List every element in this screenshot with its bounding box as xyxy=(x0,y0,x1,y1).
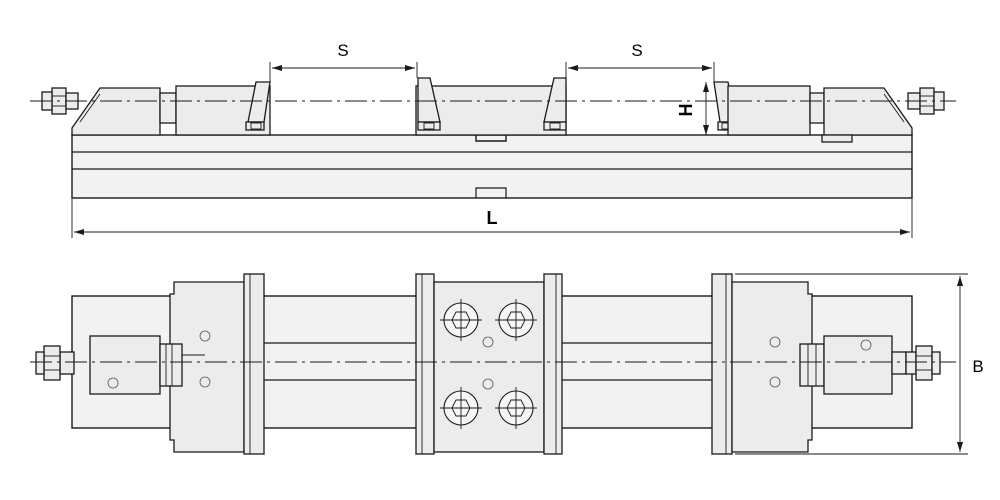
center-plate-right xyxy=(543,273,563,455)
right-block-hole xyxy=(769,336,781,348)
left-spindle-shaft xyxy=(159,92,177,124)
arrow xyxy=(957,442,963,452)
center-pin-hole xyxy=(482,336,494,348)
dim-label-s-right: S xyxy=(631,41,642,60)
right-jaw-plate xyxy=(711,273,733,455)
top-view: B xyxy=(30,273,984,455)
bolt-bottom-right xyxy=(495,387,537,429)
left-screw-collar xyxy=(159,343,183,387)
arrow xyxy=(900,229,910,235)
left-nut-tip xyxy=(35,351,45,375)
bolt-top-right xyxy=(495,299,537,341)
dim-label-h: H xyxy=(676,104,696,117)
right-block-hole xyxy=(769,376,781,388)
left-housing-hole xyxy=(107,377,119,389)
arrow xyxy=(703,82,709,92)
right-end-foot xyxy=(821,134,853,143)
right-end-bevel xyxy=(883,93,905,123)
dim-label-b: B xyxy=(972,357,983,376)
right-washer-top xyxy=(905,351,917,375)
dim-label-s-left: S xyxy=(337,41,348,60)
left-nut-top xyxy=(59,351,75,375)
center-plate-left xyxy=(415,273,435,455)
left-end-block xyxy=(71,87,161,136)
bottom-notch xyxy=(475,187,507,198)
center-pin-hole xyxy=(482,378,494,390)
arrow xyxy=(272,65,282,71)
top-notch xyxy=(475,134,507,142)
arrow xyxy=(74,229,84,235)
left-screw-housing xyxy=(89,335,161,395)
arrow xyxy=(568,65,578,71)
center-jaw-right-foot xyxy=(543,121,567,131)
right-nut-hex xyxy=(915,345,933,381)
left-jaw-plate xyxy=(243,273,265,455)
arrow xyxy=(702,65,712,71)
right-screw-collar xyxy=(799,343,825,387)
left-block-hole xyxy=(199,330,211,342)
center-jaw-right-insert xyxy=(549,122,561,130)
center-jaw-left-insert xyxy=(423,122,435,130)
right-screw-housing xyxy=(823,335,893,395)
right-housing-hole xyxy=(860,339,872,351)
arrow xyxy=(703,125,709,135)
right-end-block xyxy=(823,87,913,136)
bolt-top-left xyxy=(440,299,482,341)
right-movable-body xyxy=(727,85,811,136)
dim-label-l: L xyxy=(487,208,498,228)
center-fixed-block xyxy=(415,85,567,136)
left-end-bevel xyxy=(79,93,101,123)
bolt-bottom-left xyxy=(440,387,482,429)
right-spindle-shaft xyxy=(809,92,825,124)
right-block-top xyxy=(731,281,813,453)
left-jaw-insert xyxy=(250,122,262,130)
left-nut-hex xyxy=(43,345,61,381)
right-nut-top xyxy=(891,351,907,375)
center-jaw-left-foot xyxy=(417,121,441,131)
arrow xyxy=(405,65,415,71)
right-nut-tip xyxy=(931,351,941,375)
side-view: S S H L xyxy=(30,41,956,238)
left-block-hole xyxy=(199,376,211,388)
arrow xyxy=(957,276,963,286)
left-jaw-foot xyxy=(245,121,265,131)
